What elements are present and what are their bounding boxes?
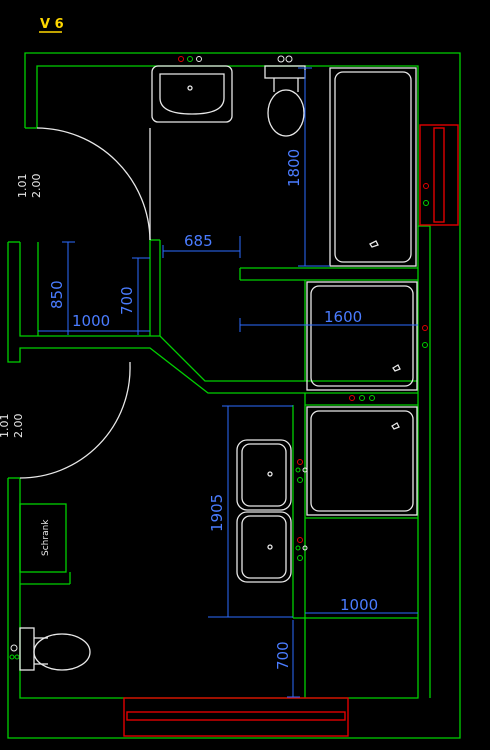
shower-tray-middle [306,281,428,401]
tap-red-icon [178,56,184,62]
door-lower-label-2: 2.00 [12,414,25,439]
dim-700-left: 700 [118,286,136,315]
bathtub-upper [329,67,417,267]
washbasin-double [236,439,308,583]
tap-white-icon [196,56,202,62]
door-lower: 1.01 2.00 [0,362,131,479]
radiator-bottom [123,697,349,737]
dim-1800: 1800 [285,149,303,187]
radiator-right [419,124,459,226]
tap-green-icon [187,56,193,62]
outer-walls [7,52,461,739]
dim-850: 850 [48,280,66,309]
dim-1000-bottom: 1000 [340,596,378,614]
interior-walls [7,239,418,698]
door-upper-label-2: 2.00 [30,174,43,199]
plan-title: V 6 [40,17,64,32]
toilet-lower [9,627,91,671]
door-upper: 1.01 2.00 [16,127,151,241]
door-lower-label-1: 1.01 [0,414,11,439]
dim-1905: 1905 [208,494,226,532]
dim-1000-left: 1000 [72,312,110,330]
dimension-lines [38,67,418,698]
cabinet: Schrank [41,519,51,556]
dim-685: 685 [184,232,213,250]
dim-1600: 1600 [324,308,362,326]
door-upper-label-1: 1.01 [16,174,29,199]
washbasin-upper [151,56,233,123]
dim-700-bottom: 700 [274,641,292,670]
shower-tray-lower [306,406,418,516]
cabinet-label: Schrank [41,519,51,556]
